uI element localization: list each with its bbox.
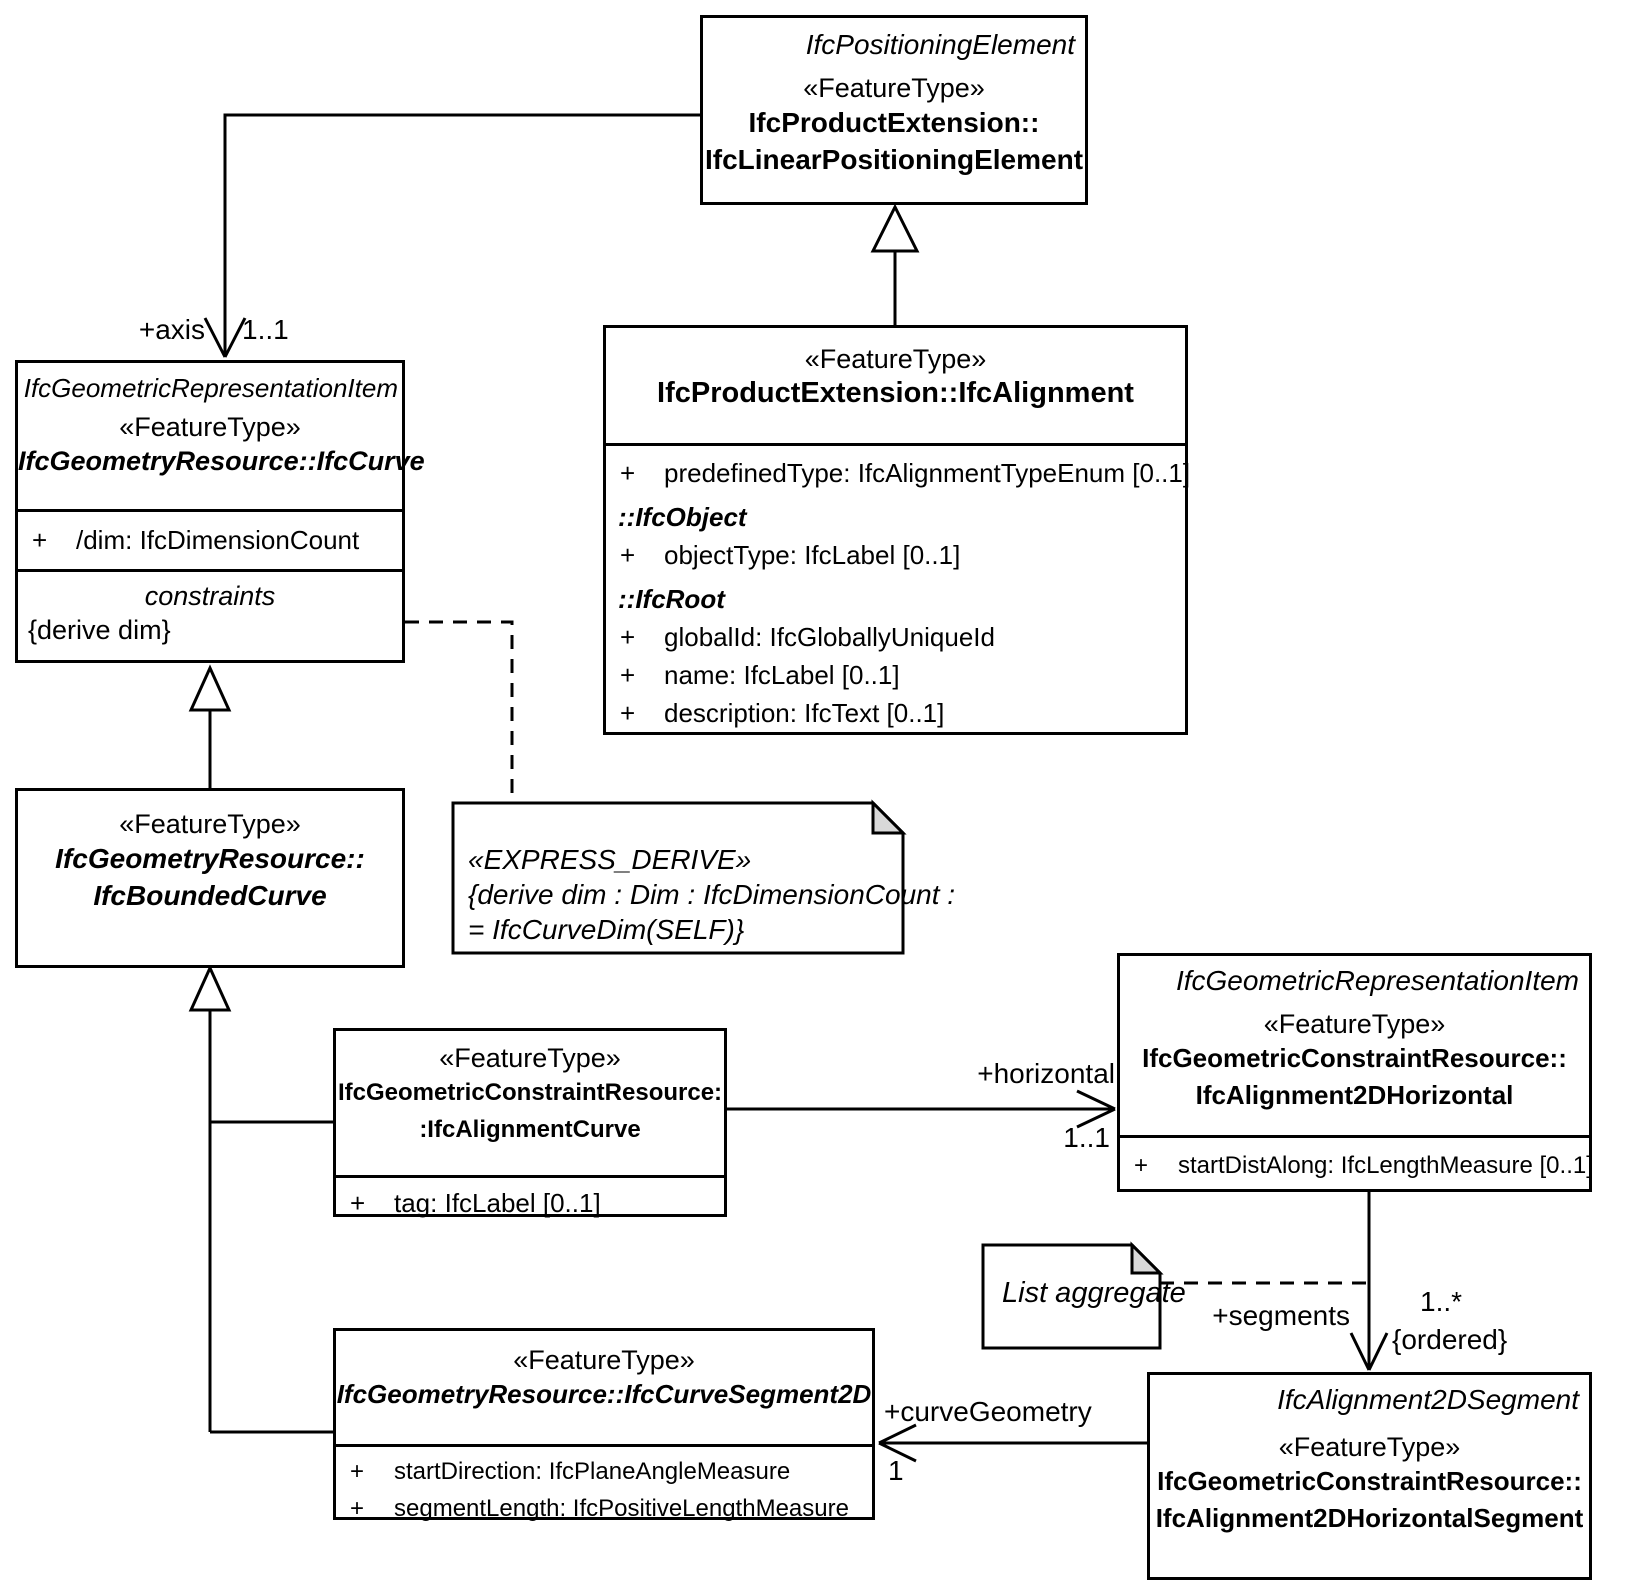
axis-association-line <box>223 113 700 356</box>
class-box-curve: IfcGeometricRepresentationItem «FeatureT… <box>15 360 425 663</box>
inherited-group-label: ::IfcRoot <box>618 584 725 614</box>
class-name: IfcGeometryResource::IfcCurve <box>18 446 425 476</box>
attribute-row: + name: IfcLabel [0..1] <box>606 656 1185 694</box>
axis-role-label: +axis <box>138 314 205 345</box>
attribute-row: + startDistAlong: IfcLengthMeasure [0..1… <box>1120 1146 1593 1186</box>
attribute-text: tag: IfcLabel [0..1] <box>394 1188 601 1218</box>
trunk-generalization-lines <box>208 1010 333 1434</box>
stereotype-label: «FeatureType» <box>119 412 301 442</box>
attribute-text: globalId: IfcGloballyUniqueId <box>664 622 995 652</box>
class-name: IfcAlignment2DHorizontal <box>1195 1080 1514 1110</box>
stereotype-label: «FeatureType» <box>119 809 301 839</box>
visibility: + <box>620 540 636 570</box>
constraint-text: {derive dim} <box>28 615 171 645</box>
stereotype-label: «FeatureType» <box>803 73 985 103</box>
list-aggregate-note-text: List aggregate <box>1002 1277 1186 1309</box>
inherited-group-label: ::IfcObject <box>618 502 747 532</box>
express-derive-note-shape <box>451 801 905 955</box>
axis-open-arrowhead-icon <box>203 317 247 358</box>
class-name: IfcGeometricConstraintResource: <box>337 1079 723 1106</box>
trunk-generalization-triangle-icon <box>188 964 232 1012</box>
attribute-row: + segmentLength: IfcPositiveLengthMeasur… <box>336 1490 872 1527</box>
note-line: «EXPRESS_DERIVE» <box>468 844 752 875</box>
class-name: IfcProductExtension::IfcAlignment <box>657 377 1134 409</box>
stereotype-label: «FeatureType» <box>439 1043 621 1073</box>
express-derive-note-text: «EXPRESS_DERIVE» {derive dim : Dim : Ifc… <box>468 842 955 947</box>
class-box-alignment-curve: «FeatureType» IfcGeometricConstraintReso… <box>333 1028 727 1218</box>
class-name: IfcGeometryResource:: <box>55 843 365 874</box>
class-name: :IfcAlignmentCurve <box>419 1116 641 1143</box>
class-box-alignment-2d-horizontal-segment: IfcAlignment2DSegment «FeatureType» IfcG… <box>1147 1372 1592 1580</box>
context-label: IfcPositioningElement <box>805 29 1075 60</box>
attribute-text: name: IfcLabel [0..1] <box>664 660 900 690</box>
attribute-row: + tag: IfcLabel [0..1] <box>336 1184 724 1222</box>
stereotype-label: «FeatureType» <box>1278 1432 1461 1462</box>
attribute-text: /dim: IfcDimensionCount <box>76 525 360 555</box>
stereotype-label: «FeatureType» <box>804 344 987 374</box>
constraints-title: constraints <box>144 581 276 611</box>
class-box-alignment: «FeatureType» IfcProductExtension::IfcAl… <box>603 325 1190 735</box>
class-name: IfcProductExtension:: <box>748 107 1040 138</box>
curvegeometry-open-arrowhead-icon <box>878 1423 917 1463</box>
attribute-text: startDistAlong: IfcLengthMeasure [0..1] <box>1178 1152 1593 1179</box>
attribute-text: description: IfcText [0..1] <box>664 698 945 728</box>
visibility: + <box>32 525 48 555</box>
list-aggregate-note-fold-icon <box>1130 1241 1164 1275</box>
segments-role-label: +segments <box>1212 1300 1350 1331</box>
visibility: + <box>350 1495 365 1522</box>
class-box-bounded-curve: «FeatureType» IfcGeometryResource:: IfcB… <box>15 788 405 968</box>
visibility: + <box>350 1458 365 1485</box>
context-label: IfcAlignment2DSegment <box>1277 1384 1579 1415</box>
list-aggregate-note-shape <box>981 1243 1162 1350</box>
horizontal-multiplicity-label: 1..1 <box>1063 1122 1110 1153</box>
visibility: + <box>350 1188 366 1218</box>
class-box-linear-positioning-element: IfcPositioningElement «FeatureType» IfcP… <box>700 15 1088 205</box>
attribute-row: + globalId: IfcGloballyUniqueId <box>606 618 1185 656</box>
segments-open-arrowhead-icon <box>1349 1332 1389 1371</box>
attribute-text: segmentLength: IfcPositiveLengthMeasure <box>394 1495 849 1522</box>
note-line: = IfcCurveDim(SELF)} <box>468 914 745 945</box>
attribute-text: predefinedType: IfcAlignmentTypeEnum [0.… <box>664 458 1191 488</box>
attribute-row: + predefinedType: IfcAlignmentTypeEnum [… <box>606 454 1190 492</box>
attribute-row: + startDirection: IfcPlaneAngleMeasure <box>336 1453 872 1490</box>
class-name: IfcGeometricConstraintResource:: <box>1142 1043 1567 1073</box>
class-box-curve-segment-2d: «FeatureType» IfcGeometryResource::IfcCu… <box>333 1328 875 1522</box>
visibility: + <box>620 698 636 728</box>
visibility: + <box>620 458 636 488</box>
class-name: IfcGeometricConstraintResource:: <box>1157 1466 1582 1496</box>
class-name: IfcAlignment2DHorizontalSegment <box>1155 1503 1584 1533</box>
derive-note-dashed-link <box>405 620 514 801</box>
class-name: IfcBoundedCurve <box>93 880 327 911</box>
attribute-text: startDirection: IfcPlaneAngleMeasure <box>394 1458 791 1485</box>
context-label: IfcGeometricRepresentationItem <box>1175 965 1579 996</box>
axis-multiplicity-label: 1..1 <box>242 314 289 345</box>
horizontal-role-label: +horizontal <box>977 1058 1115 1089</box>
segments-ordered-constraint-label: {ordered} <box>1392 1324 1508 1355</box>
note-line: {derive dim : Dim : IfcDimensionCount : <box>468 879 956 910</box>
attribute-row: + /dim: IfcDimensionCount <box>18 520 402 560</box>
alignment-generalization-triangle-icon <box>870 203 920 253</box>
class-box-alignment-2d-horizontal: IfcGeometricRepresentationItem «FeatureT… <box>1117 953 1593 1192</box>
visibility: + <box>1134 1152 1149 1179</box>
attribute-text: objectType: IfcLabel [0..1] <box>664 540 961 570</box>
segments-multiplicity-label: 1..* <box>1420 1286 1463 1317</box>
express-derive-note-fold-icon <box>871 799 907 835</box>
stereotype-label: «FeatureType» <box>1263 1009 1446 1039</box>
boundedcurve-generalization-triangle-icon <box>188 664 232 712</box>
attribute-row: + description: IfcText [0..1] <box>606 694 1185 732</box>
visibility: + <box>620 622 636 652</box>
curvegeometry-multiplicity-label: 1 <box>888 1455 904 1486</box>
class-name: IfcLinearPositioningElement <box>704 144 1084 175</box>
attribute-row: + objectType: IfcLabel [0..1] <box>606 536 1185 574</box>
class-name: IfcGeometryResource::IfcCurveSegment2D <box>336 1379 872 1409</box>
context-label: IfcGeometricRepresentationItem <box>23 373 398 403</box>
visibility: + <box>620 660 636 690</box>
horizontal-open-arrowhead-icon <box>1076 1089 1116 1129</box>
stereotype-label: «FeatureType» <box>513 1345 695 1375</box>
curvegeometry-role-label: +curveGeometry <box>884 1396 1092 1427</box>
